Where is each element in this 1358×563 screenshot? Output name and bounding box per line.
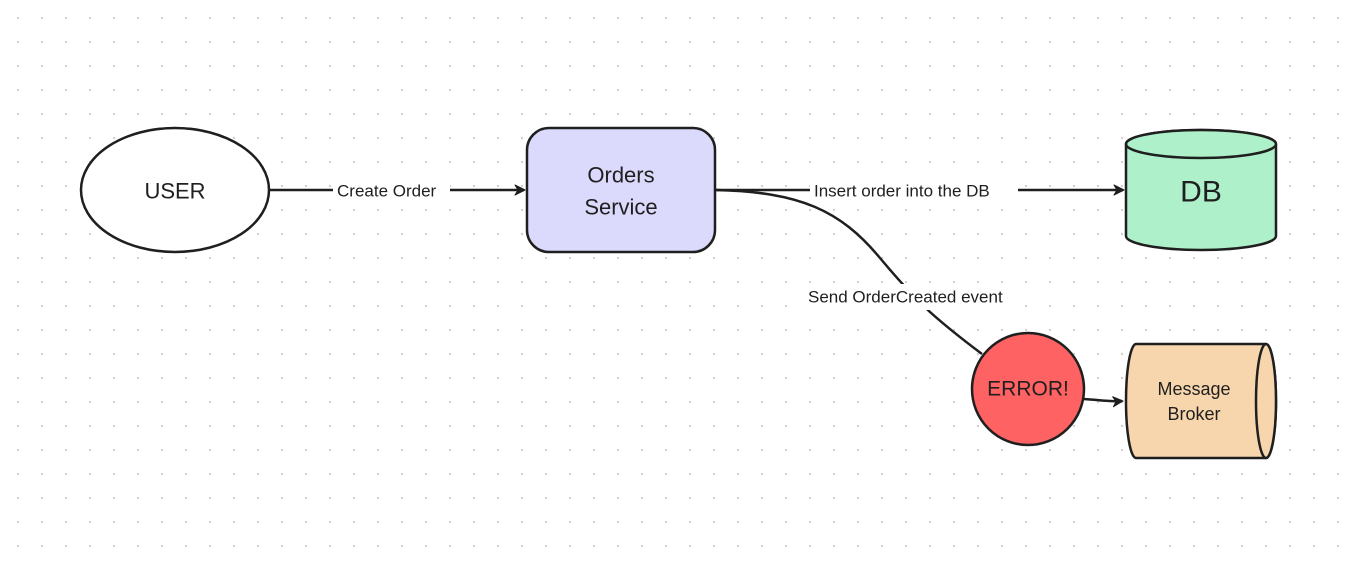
edge-insert-order-label: Insert order into the DB [814,182,990,201]
orders-service-box[interactable] [525,126,717,254]
user-label: USER [144,179,205,204]
error-circle[interactable] [970,331,1086,447]
edge-error-to-broker[interactable] [1083,396,1124,408]
orders-service-label-line2: Service [584,195,657,220]
edge-create-order-label: Create Order [337,182,437,201]
node-user[interactable]: USER [79,126,271,254]
db-cylinder-top [1124,128,1278,160]
node-error[interactable]: ERROR! [970,331,1086,447]
edge-insert-order-label-bg [810,178,1018,202]
edge-send-event[interactable]: Send OrderCreated event [715,188,1025,355]
edge-send-event-label: Send OrderCreated event [808,288,1003,307]
edge-create-order-label-bg [333,178,450,202]
message-broker-label-line1: Message [1157,379,1230,399]
error-label: ERROR! [987,378,1069,401]
orders-service-label-line1: Orders [587,163,654,188]
node-orders-service[interactable]: Orders Service [525,126,717,254]
user-ellipse[interactable] [79,126,271,254]
edge-send-event-line[interactable] [715,188,983,355]
message-broker-label-line2: Broker [1167,404,1220,424]
node-message-broker[interactable]: Message Broker [1124,342,1278,460]
node-db[interactable]: DB [1124,128,1278,252]
message-broker-end [1254,342,1278,460]
edge-create-order[interactable]: Create Order [270,178,526,202]
edge-insert-order[interactable]: Insert order into the DB [716,178,1125,202]
edge-error-to-broker-line[interactable] [1083,396,1124,408]
edge-send-event-label-bg [803,284,1025,310]
message-broker-body[interactable] [1124,342,1278,460]
db-label: DB [1180,176,1222,209]
